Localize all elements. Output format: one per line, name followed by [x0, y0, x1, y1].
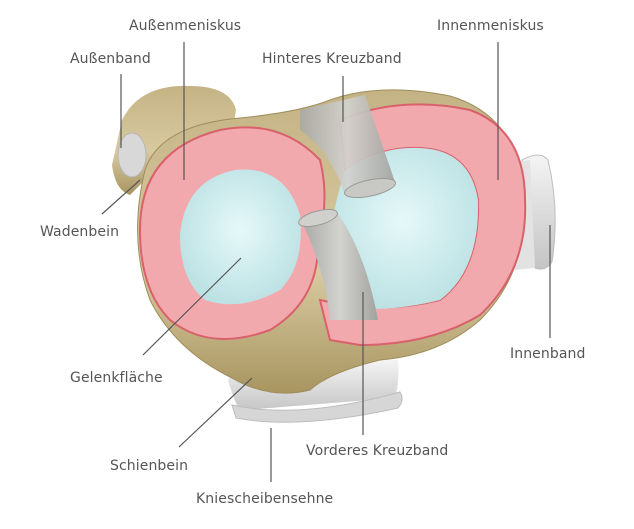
leader-wadenbein [101, 179, 141, 215]
label-innenmeniskus: Innenmeniskus [437, 18, 544, 34]
label-wadenbein: Wadenbein [40, 224, 120, 240]
label-kniescheibensehne: Kniescheibensehne [196, 491, 334, 507]
label-gelenkflaeche: Gelenkfläche [70, 370, 163, 386]
label-aussenband: Außenband [70, 51, 151, 67]
posterior-cruciate-ligament-shape [300, 95, 396, 199]
label-hinteres-kreuzband: Hinteres Kreuzband [262, 51, 402, 67]
label-schienbein: Schienbein [110, 458, 189, 474]
anterior-cruciate-ligament-shape [298, 208, 378, 320]
label-vorderes-kreuzband: Vorderes Kreuzband [306, 443, 449, 459]
leader-lines [101, 42, 551, 482]
label-innenband: Innenband [510, 346, 586, 362]
lateral-cartilage-shape [180, 169, 301, 305]
leader-gelenkflaeche [142, 257, 242, 356]
leader-schienbein [178, 377, 253, 448]
label-aussenmeniskus: Außenmeniskus [129, 18, 242, 34]
